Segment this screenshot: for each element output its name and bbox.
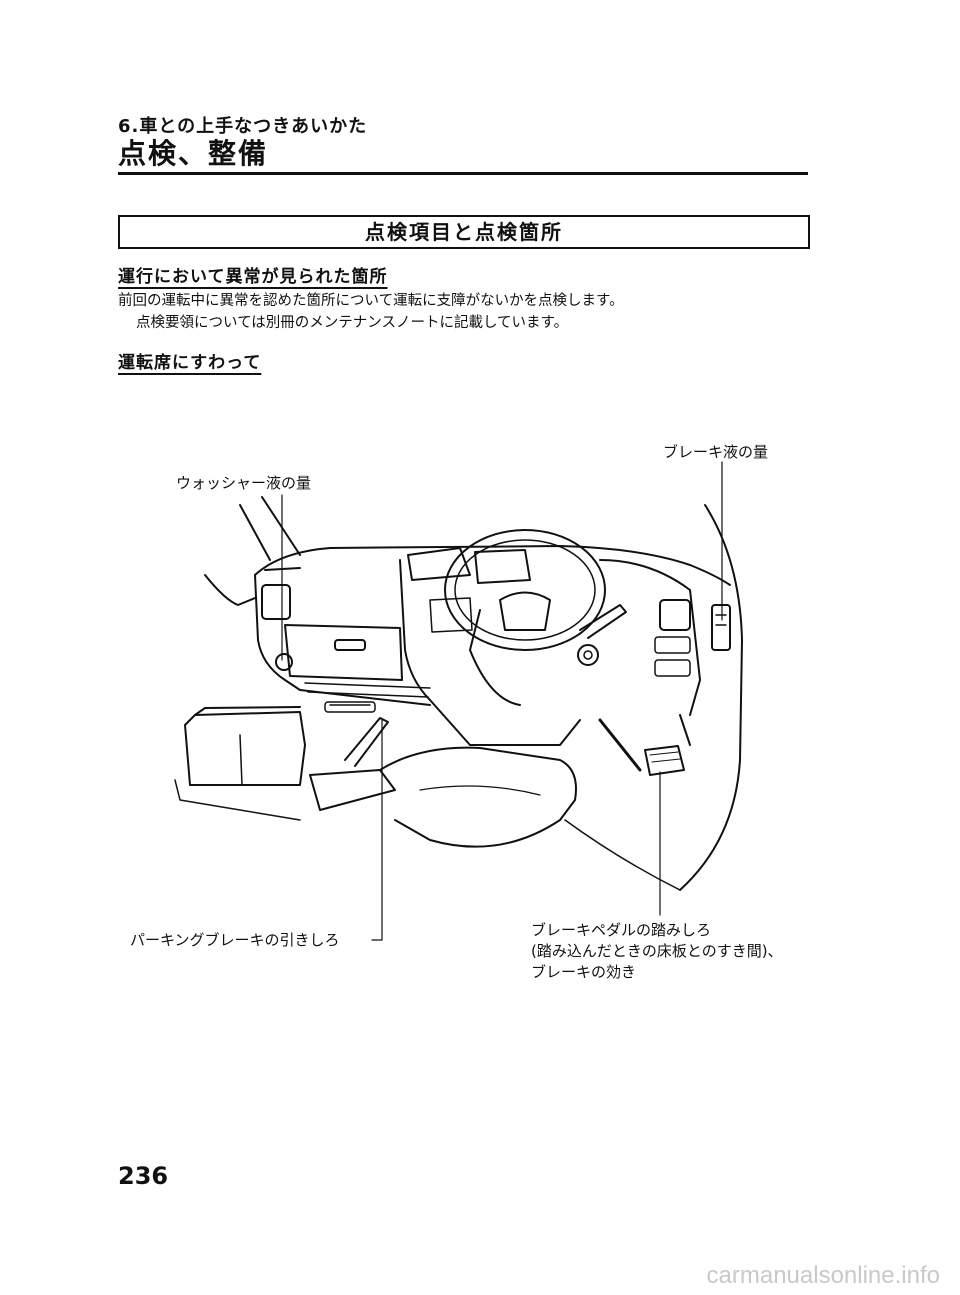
dash-left-front: [254, 574, 431, 706]
ignition-icon: [577, 644, 599, 666]
left-vent-icon: [261, 584, 291, 620]
washer-knob-icon: [275, 653, 293, 671]
description-line-2: 点検要領については別冊のメンテナンスノートに記載しています。: [136, 315, 569, 331]
glove-box: [284, 624, 403, 681]
description-line-1: 前回の運転中に異常を認めた箇所について運転に支障がないかを点検します。: [118, 293, 624, 309]
left-pillar-lines: [239, 496, 301, 561]
wiper-stalk: [579, 604, 627, 639]
label-parking-brake: パーキングブレーキの引きしろ: [130, 931, 340, 949]
section-box-heading: 点検項目と点検箇所: [118, 215, 810, 249]
watermark: carmanualsonline.info: [706, 1262, 940, 1289]
parking-brake-leader-line: [371, 719, 383, 941]
center-console: [399, 559, 581, 746]
dash-top: [254, 545, 731, 586]
label-brake-pedal-line-3: ブレーキの効き: [531, 963, 637, 981]
brake-reservoir-icon: [711, 604, 731, 651]
pedal-top-plate: [324, 701, 376, 713]
cluster-right: [474, 549, 531, 584]
drivers-seat: [379, 746, 577, 848]
brake-pedal-arm: [598, 718, 642, 772]
center-armrest: [184, 711, 306, 786]
parking-brake-base: [309, 769, 396, 811]
label-brake-pedal-line-2: (踏み込んだときの床板とのすき間)、: [531, 942, 783, 960]
glove-box-handle: [334, 639, 366, 651]
page-title: 点検、整備: [118, 137, 269, 170]
page-number: 236: [118, 1162, 169, 1190]
left-door-line: [204, 574, 256, 606]
right-door-line: [679, 504, 743, 891]
brake-pedal-icon: [644, 745, 685, 776]
right-vent-icon: [659, 599, 691, 631]
subheading-drivers-seat: 運転席にすわって: [118, 353, 262, 373]
steering-hub: [499, 591, 551, 631]
subheading-abnormal-spots: 運行において異常が見られた箇所: [118, 267, 388, 287]
description-paragraph: 前回の運転中に異常を認めた箇所について運転に支障がないかを点検します。 点検要領…: [118, 290, 624, 334]
cluster-left: [407, 547, 471, 581]
parking-brake-lever-icon: [344, 717, 389, 767]
label-brake-pedal-line-1: ブレーキペダルの踏みしろ: [531, 921, 712, 939]
chapter-heading: 6.車との上手なつきあいかた: [118, 116, 368, 137]
steering-column: [469, 609, 521, 706]
steering-wheel-icon: [444, 529, 606, 651]
label-washer-fluid: ウォッシャー液の量: [176, 474, 312, 492]
label-brake-fluid: ブレーキ液の量: [663, 443, 769, 461]
right-dash: [599, 559, 701, 716]
title-rule: [118, 172, 808, 175]
